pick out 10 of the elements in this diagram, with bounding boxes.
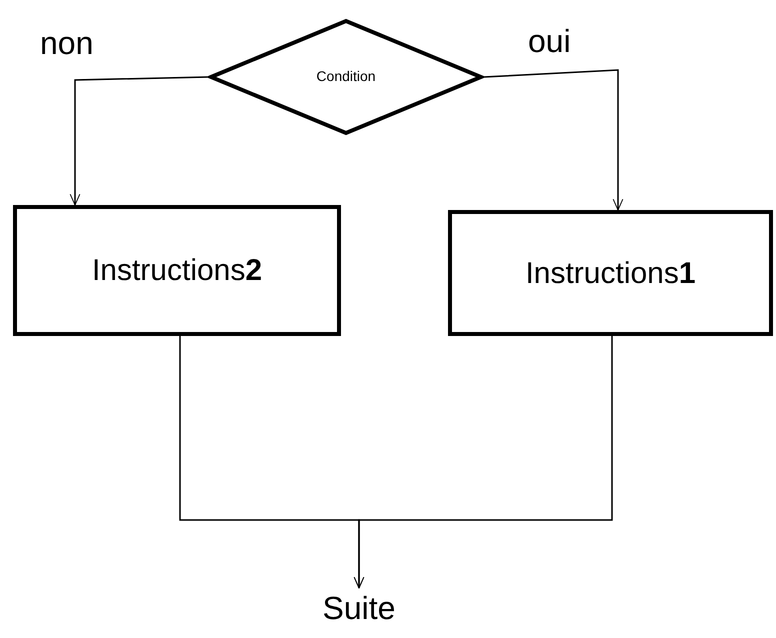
connector-arrow [354,336,613,588]
decision-diamond [208,18,484,136]
terminal-label: Suite [318,588,400,630]
process-box [13,205,341,336]
connector-arrow [484,69,624,210]
instruction-text: Instructions2 [92,254,262,287]
connector-arrow [70,76,208,206]
instruction-text: Instructions1 [525,256,696,290]
process-box [448,210,773,336]
condition-text: Condition [316,69,376,85]
